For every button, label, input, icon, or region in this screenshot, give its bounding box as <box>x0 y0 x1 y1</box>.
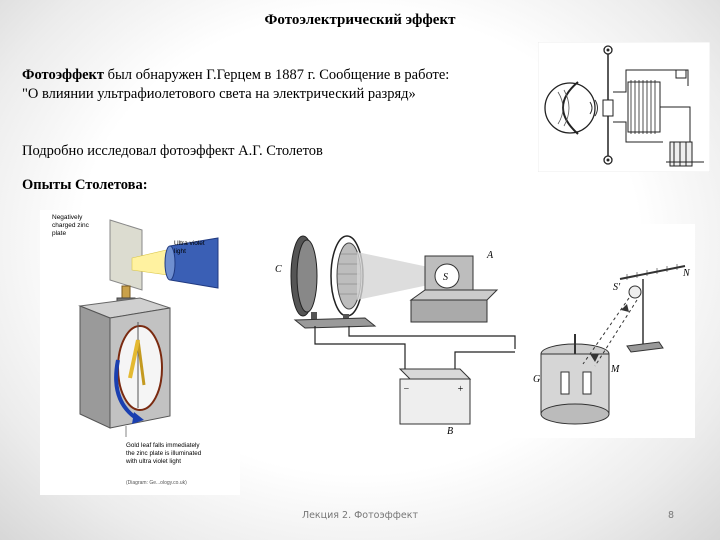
caption-line-3: with ultra violet light <box>125 458 181 465</box>
label-minus: − <box>403 384 410 395</box>
stoletov-apparatus-figure: C S A − + B G M N <box>265 224 695 438</box>
slide-title: Фотоэлектрический эффект <box>0 12 720 29</box>
label-c: C <box>275 264 282 275</box>
plate-label-1: Negatively <box>52 214 83 221</box>
paper-quote: "О влиянии ультрафиолетового света на эл… <box>22 86 416 102</box>
uv-label-2: light <box>174 248 186 255</box>
caption-line-1: Gold leaf falls immediately <box>126 442 200 449</box>
plate-label-2: charged zinc <box>52 222 90 229</box>
label-b: B <box>447 426 453 437</box>
section-heading: Опыты Столетова: <box>22 176 148 195</box>
label-s-prime: S' <box>613 282 621 293</box>
label-n: N <box>682 268 691 279</box>
label-a: A <box>486 250 494 261</box>
label-g: G <box>533 374 540 385</box>
electroscope-figure: Ultra violet light Negatively charged zi… <box>40 210 240 495</box>
stoletov-paragraph: Подробно исследовал фотоэффект А.Г. Стол… <box>22 142 323 161</box>
caption-line-2: the zinc plate is illuminated <box>126 450 202 457</box>
hertz-apparatus-figure <box>538 42 710 172</box>
plate-label-3: plate <box>52 230 66 237</box>
intro-paragraph: Фотоэффект был обнаружен Г.Герцем в 1887… <box>22 66 522 104</box>
label-plus: + <box>457 384 464 395</box>
intro-term: Фотоэффект <box>22 67 104 83</box>
slide-footer: Лекция 2. Фотоэффект <box>0 510 720 521</box>
label-m: M <box>610 364 620 375</box>
page-number: 8 <box>668 510 674 521</box>
intro-text: был обнаружен Г.Герцем в 1887 г. Сообщен… <box>104 67 449 83</box>
figure-credit: (Diagram: Ge...ology.co.uk) <box>126 480 187 486</box>
label-s: S <box>443 272 448 283</box>
uv-label-1: Ultra violet <box>174 240 205 247</box>
